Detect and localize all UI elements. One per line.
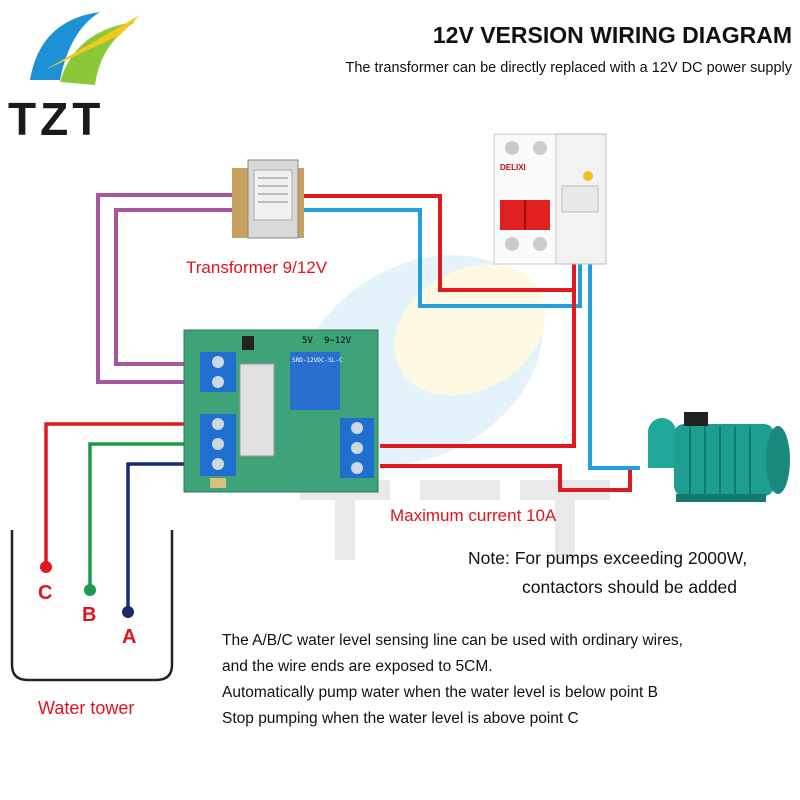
sensor-a-dot [122, 606, 134, 618]
sensor-b-dot [84, 584, 96, 596]
sensor-c-dot [40, 561, 52, 573]
water-tower-vessel [10, 530, 174, 682]
note-line-2: contactors should be added [522, 577, 738, 597]
tzt-logo-icon [30, 12, 140, 85]
level-b-label: B [82, 604, 97, 626]
relay-board [183, 329, 379, 493]
logo-text: TZT [8, 93, 105, 145]
pcb-label-5v: 5V [302, 336, 313, 346]
page-title: 12V VERSION WIRING DIAGRAM [432, 22, 792, 48]
description-line: Automatically pump water when the water … [222, 684, 658, 701]
description-block: The A/B/C water level sensing line can b… [222, 628, 683, 732]
description-line: The A/B/C water level sensing line can b… [222, 632, 683, 649]
pcb-label-12v: 9~12V [324, 336, 352, 346]
note-line-1: Note: For pumps exceeding 2000W, [468, 548, 748, 568]
purple-wires [96, 193, 240, 384]
page-subtitle: The transformer can be directly replaced… [345, 60, 792, 76]
note-block: Note: For pumps exceeding 2000W, contact… [468, 544, 747, 602]
transformer-label: Transformer 9/12V [186, 258, 328, 277]
circuit-breaker-image [493, 133, 607, 265]
water-tower-label: Water tower [38, 698, 135, 718]
level-a-label: A [122, 626, 137, 648]
description-line: and the wire ends are exposed to 5CM. [222, 658, 493, 675]
transformer-image [232, 159, 304, 239]
relay-model-text: SRD-12VDC-SL-C [292, 357, 343, 364]
red-wires [302, 194, 632, 492]
max-current-label: Maximum current 10A [390, 506, 557, 525]
blue-wires [302, 208, 640, 470]
sensing-wires [44, 418, 206, 610]
water-pump-image [648, 412, 790, 502]
level-c-label: C [38, 582, 53, 604]
breaker-brand: DELIXI [500, 163, 526, 172]
description-line: Stop pumping when the water level is abo… [222, 710, 579, 727]
